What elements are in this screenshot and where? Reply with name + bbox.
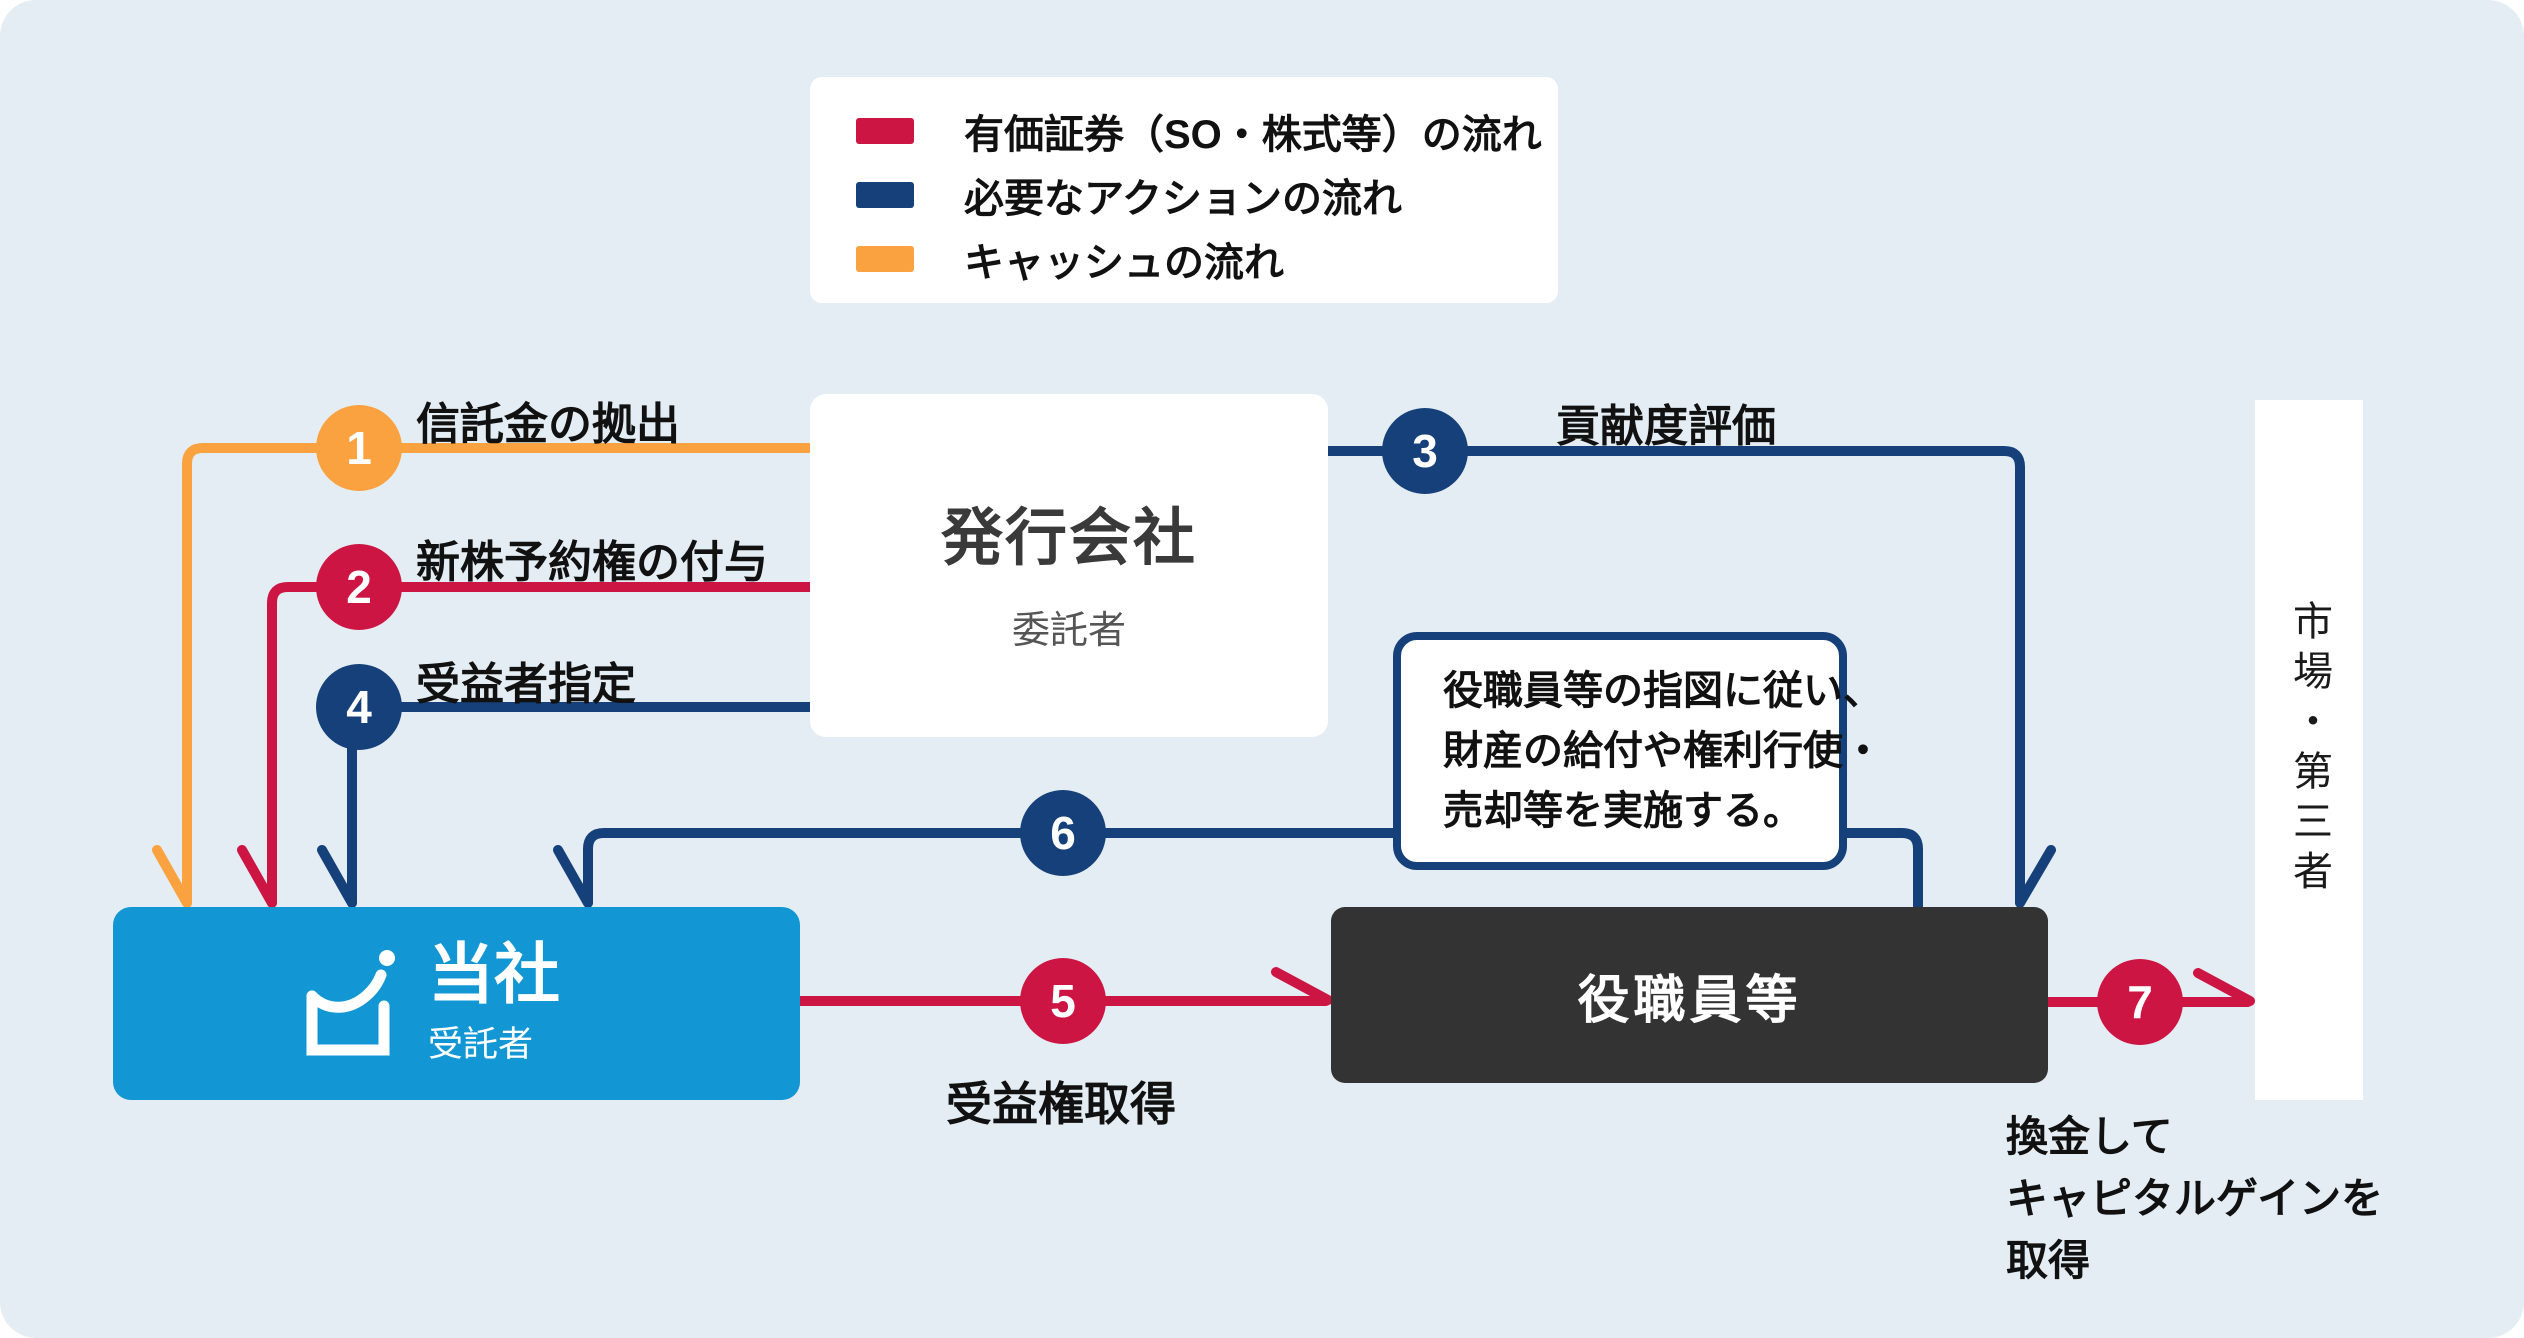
node-officers-employees: 役職員等	[1331, 907, 2048, 1083]
note-line-2: 財産の給付や権利行使・	[1443, 729, 1883, 773]
legend-label-securities: 有価証券（SO・株式等）の流れ	[964, 113, 1542, 157]
node-issuer-company: 発行会社 委託者	[810, 394, 1328, 737]
legend-row-actions: 必要なアクションの流れ	[856, 163, 1558, 227]
flow-badge-1-number: 1	[346, 422, 372, 474]
instruction-note-box: 役職員等の指図に従い、 財産の給付や権利行使・ 売却等を実施する。	[1393, 632, 1883, 870]
market-title: 市場・第三者	[2287, 600, 2331, 900]
flow-label-beneficiary-designation: 受益者指定	[416, 660, 636, 709]
flow-label-beneficial-right: 受益権取得	[946, 1078, 1176, 1130]
cash-flow-swatch-icon	[856, 246, 914, 272]
flow-badge-6-number: 6	[1050, 807, 1076, 859]
issuer-subtitle: 委託者	[1011, 610, 1126, 652]
company-text-block: 当社 受託者	[428, 940, 560, 1066]
node-our-company: 当社 受託者	[113, 907, 800, 1100]
action-flow-swatch-icon	[856, 182, 914, 208]
flow-badge-7: 7	[2097, 959, 2183, 1045]
capital-gain-line-1: 換金して	[2006, 1113, 2173, 1160]
node-market-third-party: 市場・第三者	[2255, 400, 2363, 1100]
flow-badge-4: 4	[316, 664, 402, 750]
company-logo-icon	[306, 949, 395, 1055]
company-title: 当社	[428, 937, 560, 1012]
legend-row-cash: キャッシュの流れ	[856, 227, 1558, 291]
flow-label-trust-money: 信託金の拠出	[416, 400, 680, 449]
flow-label-stock-option-grant: 新株予約権の付与	[416, 538, 768, 587]
flow-label-contribution-evaluation: 貢献度評価	[1556, 402, 1776, 451]
flow-badge-1: 1	[316, 405, 402, 491]
issuer-title: 発行会社	[940, 504, 1197, 573]
flow-badge-3: 3	[1382, 408, 1468, 494]
flow-badge-6: 6	[1020, 790, 1106, 876]
securities-flow-swatch-icon	[856, 118, 914, 144]
capital-gain-annotation: 換金して キャピタルゲインを 取得	[2006, 1106, 2383, 1292]
flow-badge-5: 5	[1020, 958, 1106, 1044]
capital-gain-line-3: 取得	[2006, 1237, 2091, 1284]
note-line-3: 売却等を実施する。	[1443, 789, 1803, 833]
legend-panel: 有価証券（SO・株式等）の流れ 必要なアクションの流れ キャッシュの流れ	[810, 77, 1558, 303]
legend-label-cash: キャッシュの流れ	[964, 241, 1284, 285]
flow-line-3-contribution-evaluation	[1321, 446, 2056, 908]
flow-line-1-trust-money	[152, 443, 815, 908]
legend-row-securities: 有価証券（SO・株式等）の流れ	[856, 99, 1558, 163]
note-line-1: 役職員等の指図に従い、	[1443, 669, 1883, 713]
flow-badge-2-number: 2	[346, 561, 372, 613]
flow-badge-4-number: 4	[346, 681, 372, 733]
flow-badge-2: 2	[316, 544, 402, 630]
flow-badge-7-number: 7	[2127, 976, 2153, 1028]
company-subtitle: 受託者	[428, 1024, 534, 1064]
legend-label-actions: 必要なアクションの流れ	[964, 177, 1402, 221]
flow-badge-5-number: 5	[1050, 975, 1076, 1027]
flow-line-2-stock-option-grant	[237, 582, 815, 908]
officers-title: 役職員等	[1577, 971, 1802, 1030]
flow-badge-3-number: 3	[1412, 425, 1438, 477]
flow-line-6-instruction	[553, 828, 1923, 912]
capital-gain-line-2: キャピタルゲインを	[2006, 1175, 2384, 1222]
